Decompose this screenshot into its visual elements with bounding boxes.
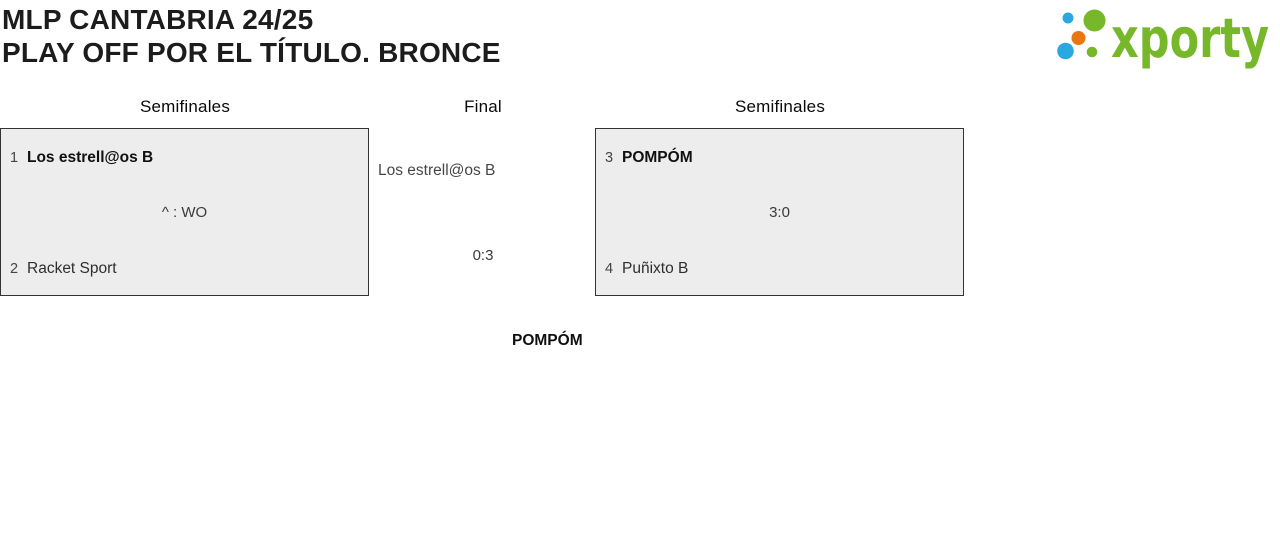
seed-number: 3: [605, 150, 614, 166]
logo-dot-green-large: [1083, 9, 1106, 32]
match-score: ^ : WO: [161, 204, 208, 221]
seed-number: 4: [605, 261, 614, 277]
team-name: Racket Sport: [27, 260, 117, 277]
column-header-semifinals-left: Semifinales: [139, 97, 231, 116]
xporty-logo-link[interactable]: xporty: [1045, 0, 1275, 75]
column-header-final: Final: [464, 97, 502, 116]
seed-number: 1: [10, 150, 19, 166]
match-box-semifinal-1: 1 Los estrell@os B ^ : WO 2 Racket Sport: [0, 128, 369, 296]
tournament-name: MLP CANTABRIA 24/25: [2, 4, 314, 35]
logo-dot-blue-small: [1062, 12, 1074, 24]
final-score: 0:3: [472, 247, 494, 264]
participant-row: 2 Racket Sport: [10, 259, 360, 279]
final-winner: POMPÓM: [512, 332, 583, 349]
team-name-winner: POMPÓM: [622, 149, 693, 166]
page-title: MLP CANTABRIA 24/25 PLAY OFF POR EL TÍTU…: [2, 3, 501, 69]
phase-name: PLAY OFF POR EL TÍTULO. BRONCE: [2, 37, 501, 68]
seed-number: 2: [10, 261, 19, 277]
participant-row: 3 POMPÓM: [605, 148, 955, 168]
match-score: 3:0: [769, 204, 790, 221]
team-name-winner: Los estrell@os B: [27, 149, 154, 166]
participant-row: 1 Los estrell@os B: [10, 148, 360, 168]
xporty-logo-icon: [1057, 9, 1106, 60]
match-box-semifinal-2: 3 POMPÓM 3:0 4 Puñixto B: [595, 128, 964, 296]
column-header-semifinals-right: Semifinales: [734, 97, 826, 116]
logo-dot-orange: [1071, 31, 1086, 45]
participant-row: 4 Puñixto B: [605, 259, 955, 279]
xporty-logo-text: xporty: [1111, 7, 1269, 70]
logo-dot-green-small: [1086, 46, 1098, 58]
team-name: Puñixto B: [622, 260, 689, 277]
logo-dot-blue-large: [1057, 42, 1074, 60]
final-participant-1: Los estrell@os B: [378, 162, 496, 179]
